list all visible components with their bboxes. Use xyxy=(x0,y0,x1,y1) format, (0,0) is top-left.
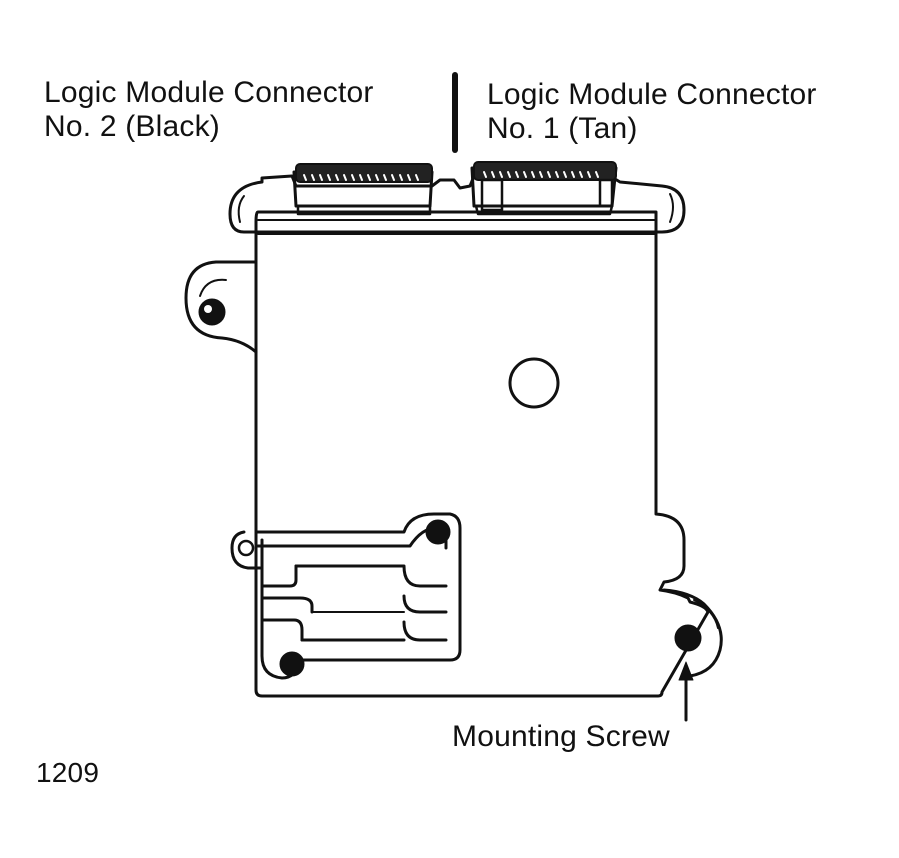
figure-number: 1209 xyxy=(36,757,100,788)
mounting-screw-icon xyxy=(674,624,702,652)
right-mounting-ear xyxy=(662,588,723,678)
connector-1-label: Logic Module Connector No. 1 (Tan) xyxy=(487,78,817,145)
connector-2-label: Logic Module Connector No. 2 (Black) xyxy=(44,76,374,143)
mounting-screw-label: Mounting Screw xyxy=(452,720,670,753)
connector-2-body xyxy=(292,163,434,216)
module-body xyxy=(254,210,710,698)
connector-1-body xyxy=(470,161,618,216)
module-hole xyxy=(508,357,560,409)
left-mounting-screw-icon xyxy=(198,298,226,326)
left-mounting-ear xyxy=(184,260,258,354)
lower-bracket xyxy=(230,512,462,680)
top-housing xyxy=(228,174,686,234)
